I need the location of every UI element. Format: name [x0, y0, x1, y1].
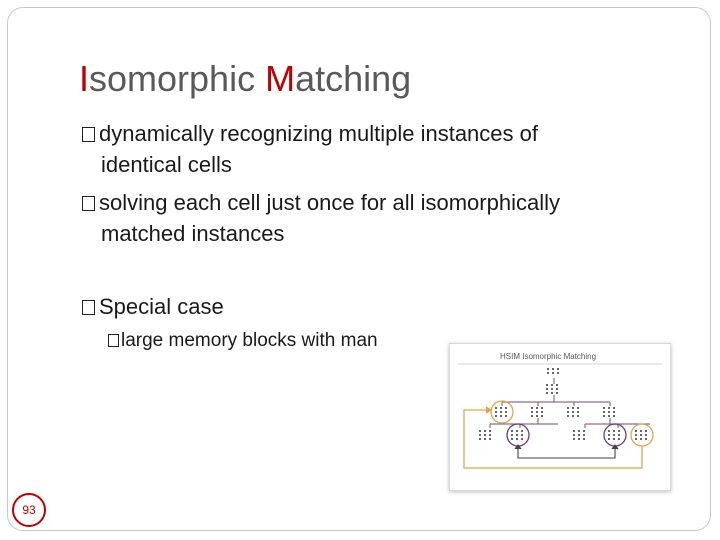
page-number-badge: 93 — [12, 493, 46, 527]
bullet-2-line1: solving each cell just once for all isom… — [99, 190, 560, 215]
bullet-2-line2: matched instances — [101, 221, 285, 246]
cell-grids — [479, 368, 647, 440]
title-cap-m: M — [265, 58, 296, 99]
title-text-2: atching — [295, 58, 412, 99]
sub-bullet-box-icon — [108, 334, 119, 347]
hierarchy-diagram: HSIM Isomorphic Matching — [450, 344, 670, 490]
bullet-2: solving each cell just once for all isom… — [82, 187, 560, 249]
isomorphic-matching-figure: HSIM Isomorphic Matching — [449, 343, 671, 491]
slide-title: Isomorphic Matching — [79, 58, 411, 100]
orange-link — [463, 406, 643, 469]
bullet-1-line1: dynamically recognizing multiple instanc… — [99, 121, 538, 146]
bullet-box-icon — [82, 127, 95, 142]
bullet-1-line2: identical cells — [101, 152, 232, 177]
purple-link — [514, 444, 619, 459]
bullet-1: dynamically recognizing multiple instanc… — [82, 118, 538, 180]
bullet-box-icon — [82, 300, 95, 315]
page-number: 93 — [22, 503, 36, 517]
title-cap-i: I — [79, 58, 90, 99]
bullet-box-icon — [82, 196, 95, 211]
figure-caption: HSIM Isomorphic Matching — [500, 352, 596, 361]
sub-bullet-text: large memory blocks with man — [121, 330, 378, 351]
title-text-1: somorphic — [89, 58, 266, 99]
bullet-3-line1: Special case — [99, 294, 224, 319]
sub-bullet-1: large memory blocks with man — [108, 327, 378, 355]
bullet-3: Special case — [82, 291, 224, 322]
